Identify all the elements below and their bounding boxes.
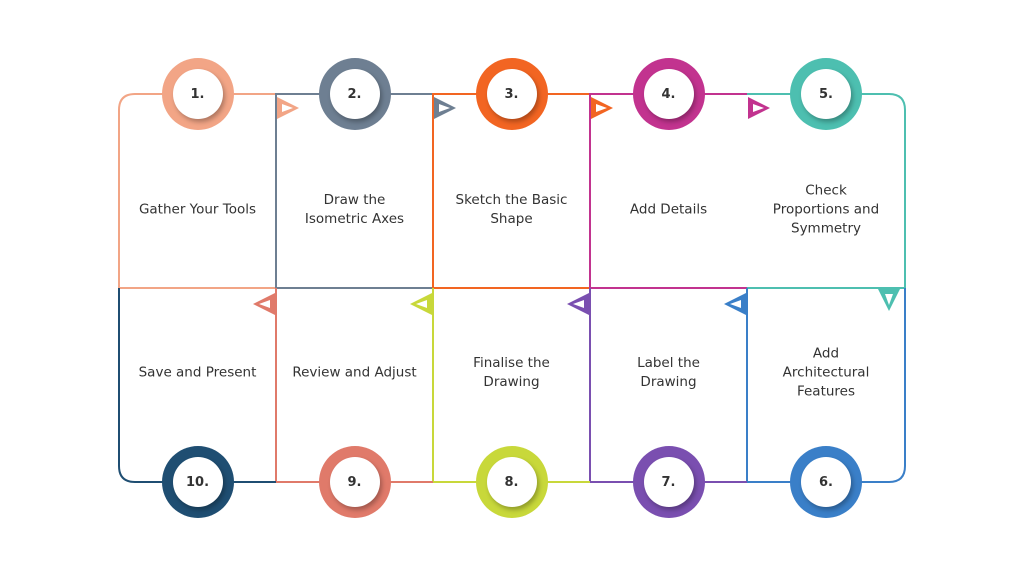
cell-outline — [118, 288, 276, 483]
arrow-chevron-inner — [753, 104, 764, 112]
arrow-chevron-inner — [885, 294, 893, 305]
step-number-badge: 6. — [801, 457, 851, 507]
cell-outline — [747, 93, 906, 288]
arrow-chevron-inner — [730, 300, 741, 308]
step-label: Check Proportions and Symmetry — [772, 182, 880, 237]
step-number-badge: 3. — [486, 69, 537, 119]
step-number-badge: 9. — [329, 457, 380, 507]
arrow-chevron-inner — [416, 300, 427, 308]
arrow-chevron-inner — [439, 104, 450, 112]
cell-outline — [118, 93, 276, 288]
step-number-badge: 10. — [172, 457, 223, 507]
arrow-chevron-inner — [259, 300, 270, 308]
step-number-badge: 8. — [486, 457, 537, 507]
step-number-badge: 7. — [643, 457, 694, 507]
step-number-badge: 2. — [329, 69, 380, 119]
step-label: Gather Your Tools — [138, 201, 257, 218]
arrow-chevron-inner — [282, 104, 293, 112]
arrow-chevron-inner — [596, 104, 607, 112]
step-number-badge: 1. — [172, 69, 223, 119]
step-label: Save and Present — [138, 364, 257, 381]
step-label: Draw the Isometric Axes — [304, 192, 405, 227]
step-number-badge: 5. — [801, 69, 851, 119]
step-label: Add Architectural Features — [782, 345, 870, 400]
step-label: Add Details — [629, 201, 708, 218]
cell-outline — [746, 288, 906, 483]
step-number-badge: 4. — [643, 69, 694, 119]
step-label: Sketch the Basic Shape — [455, 192, 568, 227]
step-label: Label the Drawing — [637, 355, 700, 390]
step-label: Review and Adjust — [292, 364, 417, 381]
arrow-chevron-inner — [573, 300, 584, 308]
step-label: Finalise the Drawing — [473, 355, 550, 390]
